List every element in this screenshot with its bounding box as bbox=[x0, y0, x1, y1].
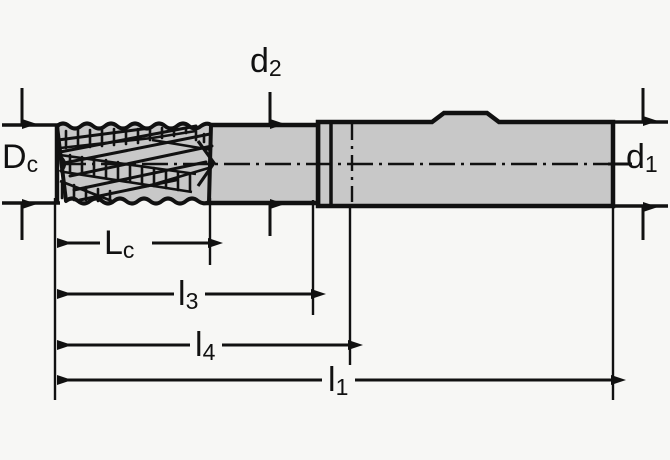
label-length-l4: l4 bbox=[195, 326, 216, 366]
label-shank-diameter: d1 bbox=[626, 138, 658, 178]
extension-lines bbox=[2, 120, 668, 400]
neck-outline bbox=[202, 122, 321, 206]
label-overall-length: l1 bbox=[328, 361, 349, 401]
label-neck-diameter: d2 bbox=[250, 42, 282, 82]
label-cutting-diameter: Dc bbox=[2, 138, 39, 178]
tool-body-group bbox=[54, 110, 625, 209]
shank-outline bbox=[315, 110, 616, 209]
label-cutting-length: Lc bbox=[104, 224, 135, 264]
flute-end-point bbox=[196, 140, 216, 187]
label-length-l3: l3 bbox=[178, 275, 199, 315]
flute-rib-outlines bbox=[59, 129, 213, 203]
dimension-arrows bbox=[20, 88, 658, 385]
